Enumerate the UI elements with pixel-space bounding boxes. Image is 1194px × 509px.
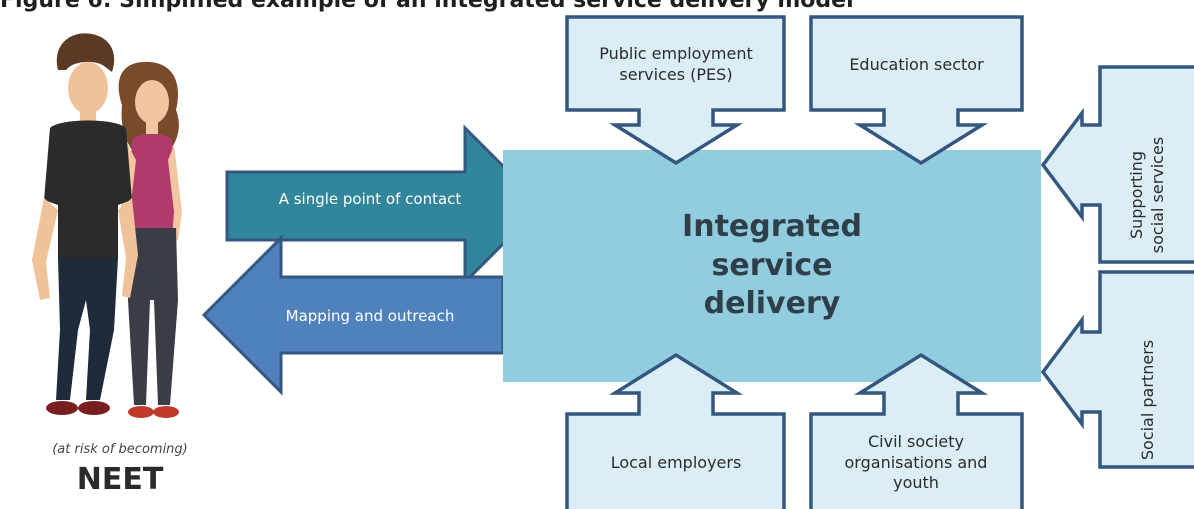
- education-arrow-box: [809, 15, 1024, 166]
- neet-label: NEET: [76, 462, 164, 497]
- integrated-service-delivery-box: [503, 150, 1041, 382]
- mapping-and-outreach-arrow: [201, 234, 505, 396]
- supporting-social-services-label: Supporting social services: [1127, 136, 1167, 254]
- supporting-social-services-arrow-box: [1040, 65, 1194, 264]
- civil-society-arrow-box: [809, 352, 1024, 509]
- local-employers-arrow-box: [565, 352, 786, 509]
- mapping-and-outreach-label: Mapping and outreach: [285, 307, 455, 326]
- figure-title: Figure 6: Simplified example of an integ…: [0, 0, 854, 13]
- integrated-service-delivery-label: Integrated service delivery: [682, 209, 862, 322]
- woman-figure: [118, 61, 182, 418]
- social-partners-arrow-box: [1040, 270, 1194, 469]
- people-illustration: [32, 33, 182, 418]
- local-employers-label: Local employers: [610, 452, 742, 472]
- pes-arrow-box: [565, 15, 786, 166]
- neet-subtitle: (at risk of becoming): [52, 442, 188, 457]
- education-sector-label: Education sector: [849, 54, 984, 74]
- man-figure: [32, 33, 138, 415]
- social-partners-label: Social partners: [1137, 339, 1157, 461]
- single-point-of-contact-label: A single point of contact: [278, 190, 462, 209]
- civil-society-label: Civil society organisations and youth: [844, 431, 988, 493]
- pes-label: Public employment services (PES): [599, 44, 753, 84]
